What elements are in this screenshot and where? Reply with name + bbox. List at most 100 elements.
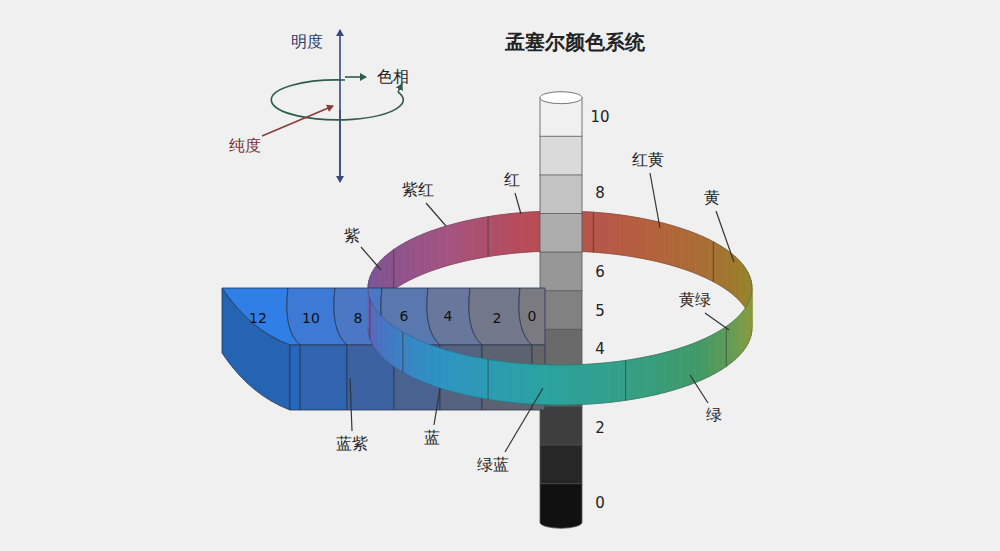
title: 孟塞尔颜色系统	[505, 30, 645, 54]
axis-label: 色相	[377, 67, 409, 86]
hue-label: 蓝	[424, 428, 440, 447]
value-number: 4	[595, 340, 605, 358]
hue-label: 黄	[704, 188, 720, 207]
ring-edge	[368, 328, 752, 405]
ring-band	[439, 226, 447, 268]
value-segment	[540, 407, 582, 452]
ring-band	[647, 355, 656, 397]
ring-band	[389, 323, 394, 367]
ring-band	[501, 361, 511, 402]
axis-label: 明度	[291, 32, 323, 51]
ring-divider	[402, 332, 403, 372]
wedge-front-band	[300, 345, 347, 410]
ring-band	[411, 336, 418, 379]
ring-band	[638, 357, 647, 399]
hue-arrow	[345, 76, 366, 78]
ring-band	[491, 360, 500, 401]
ring-band	[540, 365, 550, 405]
ring-band	[432, 345, 440, 388]
chroma-number: 4	[444, 308, 453, 325]
hue-label: 绿	[706, 405, 722, 424]
value-column	[540, 92, 582, 529]
ring-band	[629, 216, 638, 258]
wedge-top-band	[519, 288, 545, 345]
chroma-arrow	[262, 106, 333, 136]
ring-band	[739, 312, 742, 356]
ring-band	[743, 308, 746, 352]
ring-band	[600, 362, 610, 403]
ring-band	[447, 223, 455, 265]
leader-line	[426, 203, 446, 226]
value-segment	[540, 445, 582, 490]
chroma-number: 8	[354, 310, 363, 327]
ring-band	[405, 333, 411, 376]
ring-band	[399, 243, 405, 286]
ring-band	[473, 218, 482, 260]
ring-band	[560, 365, 570, 405]
ring-band	[743, 264, 746, 308]
ring-band	[464, 219, 473, 261]
value-segment	[540, 175, 582, 220]
ring-band	[673, 226, 681, 268]
ring-band	[726, 250, 731, 294]
value-segment	[540, 252, 582, 297]
ring-band	[530, 211, 540, 252]
ring-band	[520, 363, 530, 404]
value-number: 5	[595, 302, 605, 320]
value-number: 10	[590, 108, 609, 126]
ring-band	[381, 316, 385, 360]
value-segment	[540, 291, 582, 336]
ring-band	[703, 236, 710, 279]
chroma-wedge	[222, 288, 545, 410]
ring-band	[731, 319, 735, 363]
wedge-front-band	[482, 345, 532, 410]
ring-band	[447, 350, 455, 392]
ring-band	[696, 340, 703, 383]
chroma-number: 10	[302, 310, 320, 327]
ring-band	[629, 358, 638, 400]
value-number: 0	[595, 494, 605, 512]
ring-band	[389, 250, 394, 294]
leader-line	[350, 378, 352, 431]
ring-band	[375, 308, 378, 352]
ring-divider	[369, 299, 370, 339]
leader-line	[690, 375, 708, 403]
hue-label: 紫	[344, 226, 360, 245]
ring-band	[417, 340, 424, 383]
value-number: 2	[595, 419, 605, 437]
ring-band	[709, 240, 715, 283]
hue-label: 黄绿	[679, 290, 711, 309]
ring-band	[735, 316, 739, 360]
hue-label: 绿蓝	[477, 455, 509, 474]
ring-band	[647, 219, 656, 261]
ring-band	[394, 327, 399, 370]
ring-band	[739, 260, 742, 304]
chroma-number: 2	[493, 310, 502, 327]
ring-band	[411, 236, 418, 279]
leader-line	[434, 388, 440, 425]
ring-band	[638, 218, 647, 260]
value-axis	[339, 110, 341, 182]
wedge-front-band	[290, 345, 300, 410]
value-segment	[540, 214, 582, 259]
ring-band	[482, 358, 491, 400]
leader-line	[505, 388, 543, 452]
ring-band	[703, 336, 710, 379]
ring-band	[590, 212, 600, 253]
ring-edge	[368, 288, 752, 365]
ring-band	[482, 216, 491, 258]
ring-band	[715, 330, 721, 373]
ring-band	[377, 312, 380, 356]
ring-divider	[713, 242, 714, 282]
ring-band	[665, 350, 673, 392]
ring-band	[424, 231, 431, 274]
value-segment	[540, 484, 582, 529]
value-number: 6	[595, 263, 605, 281]
ring-band	[721, 327, 726, 370]
ring-divider	[488, 217, 489, 257]
hue-label: 红黄	[632, 150, 664, 169]
ring-divider	[625, 360, 626, 400]
wedge-front-band	[440, 345, 482, 410]
ring-band	[681, 345, 689, 388]
ring-band	[385, 319, 389, 363]
